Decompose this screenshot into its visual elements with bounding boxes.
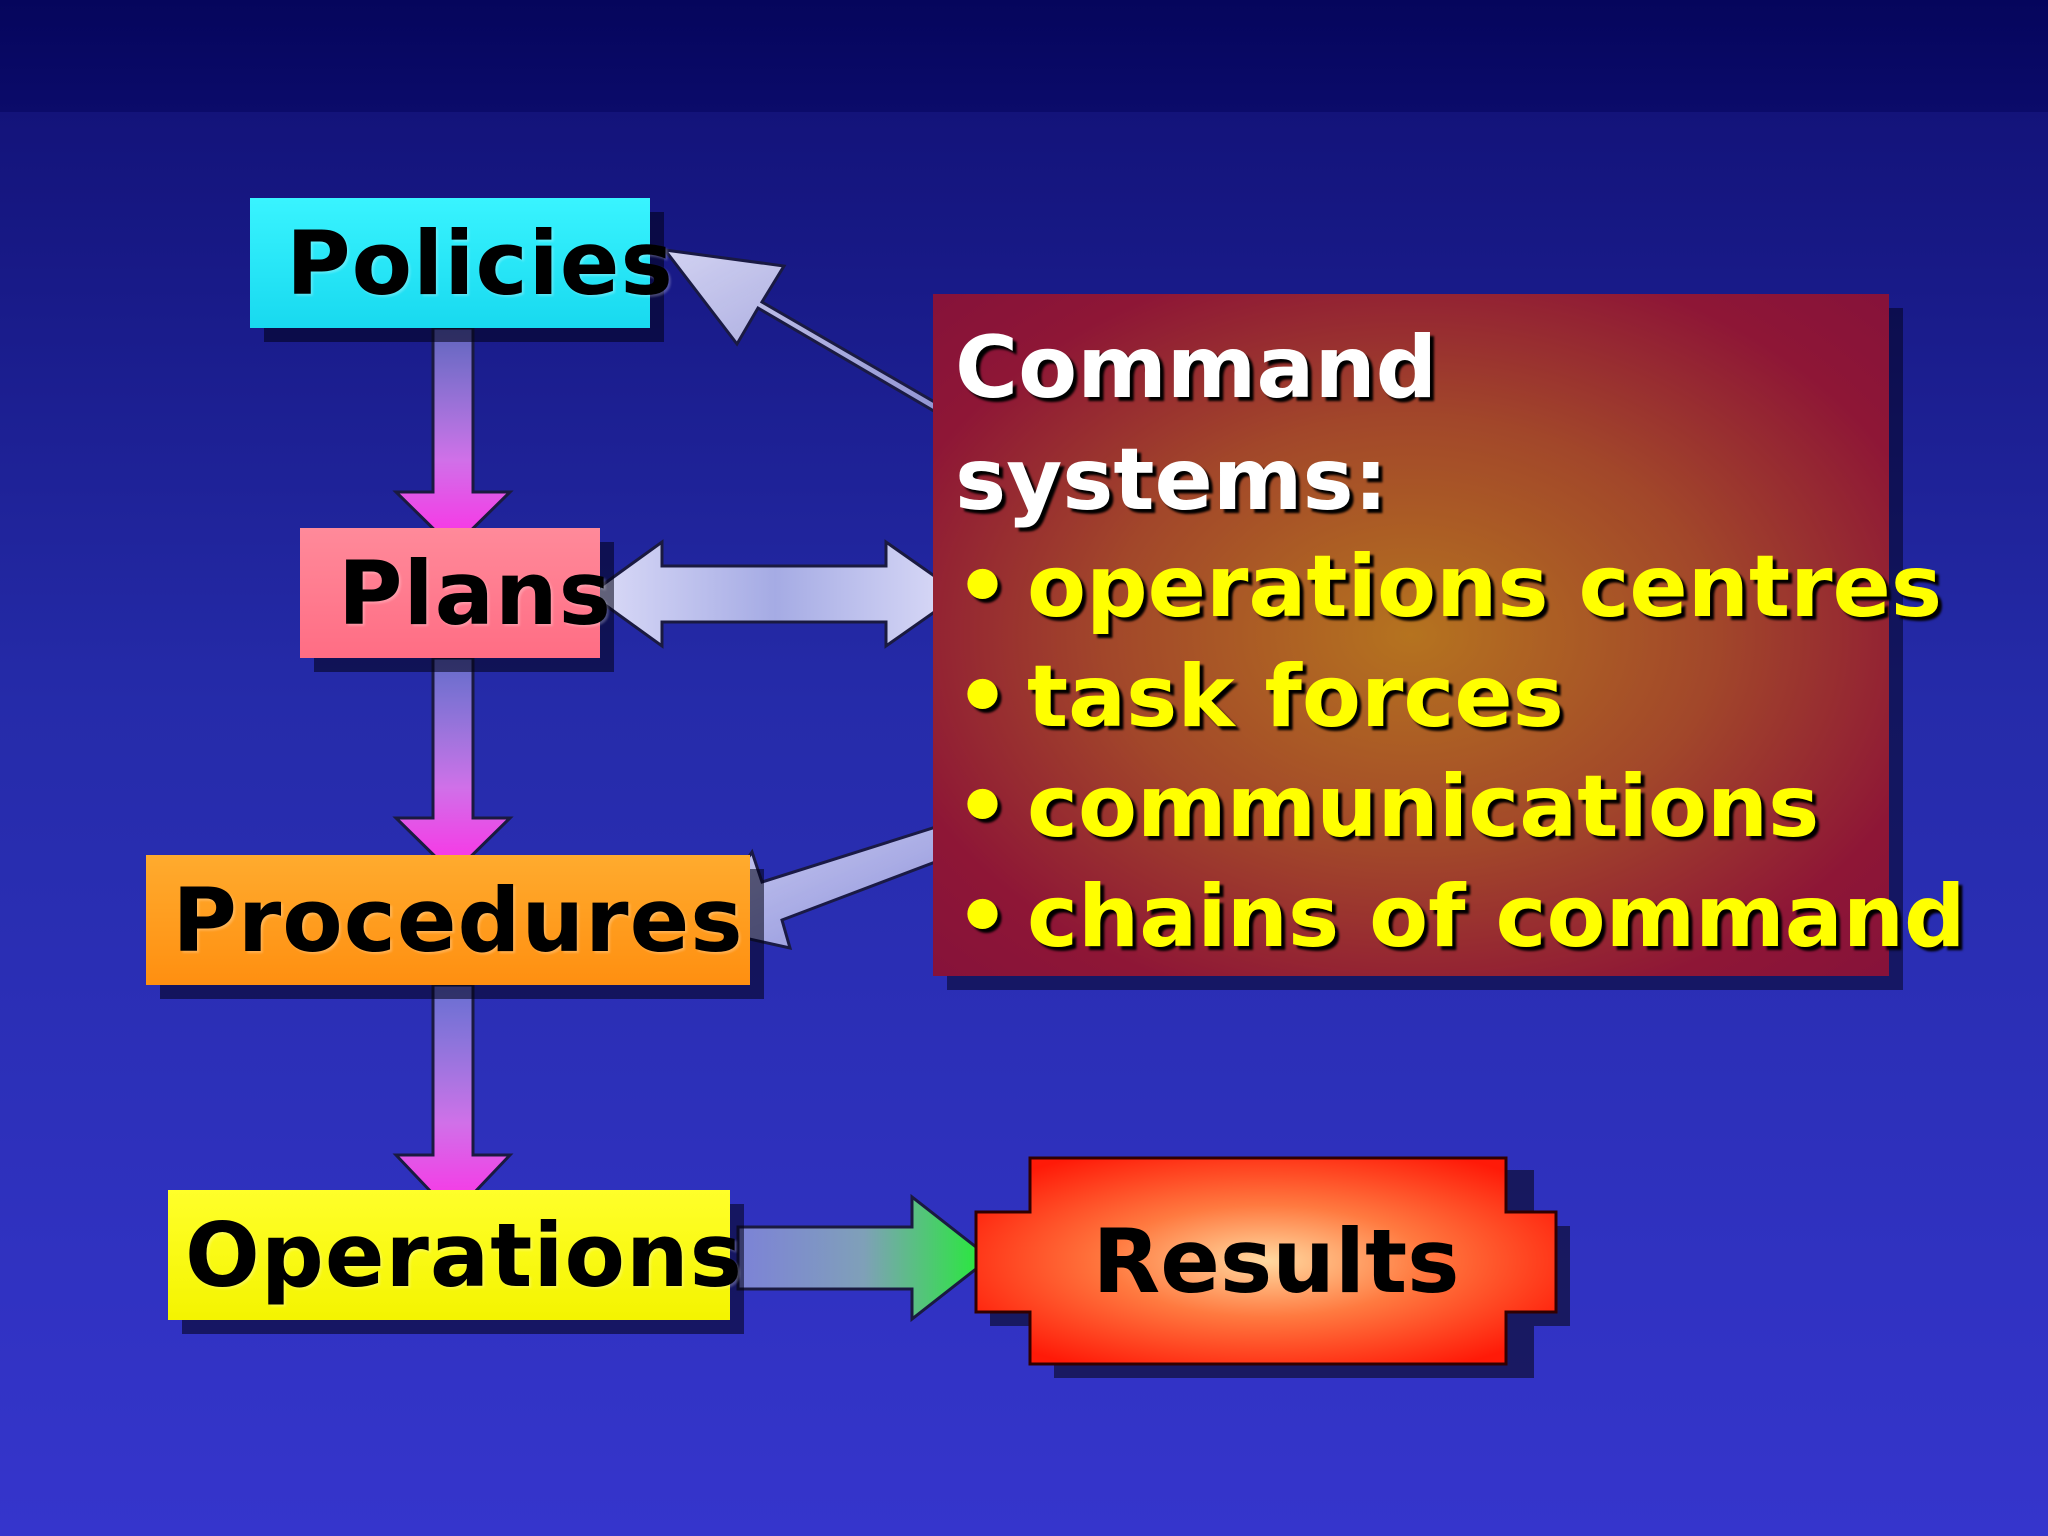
list-item-text: operations centres (1027, 537, 1943, 637)
arrow-procedures-to-operations (392, 983, 514, 1218)
arrow-command-to-policies (661, 248, 1024, 450)
list-item: •task forces (955, 642, 1966, 752)
policies-label: Policies (286, 211, 674, 315)
list-item: •operations centres (955, 532, 1966, 642)
bullet-icon: • (955, 537, 1010, 637)
command-title-line1: Command (955, 318, 1438, 418)
operations-label: Operations (185, 1203, 743, 1307)
arrow-operations-to-results (736, 1193, 993, 1323)
bullet-icon: • (955, 757, 1010, 857)
bullet-icon: • (955, 647, 1010, 747)
command-systems-title: Command systems: (955, 312, 1555, 536)
arrow-policies-to-plans (392, 326, 514, 551)
arrow-plans-to-procedures (392, 656, 514, 877)
operations-box: Operations (168, 1190, 742, 1320)
list-item: •chains of command (955, 862, 1966, 972)
policies-box: Policies (250, 198, 673, 328)
results-label: Results (1092, 1209, 1460, 1313)
results-box: Results (974, 1156, 1558, 1366)
procedures-label: Procedures (172, 868, 744, 972)
results-shape (974, 1156, 1570, 1378)
plans-label: Plans (337, 541, 613, 645)
command-systems-list: •operations centres •task forces •commun… (955, 532, 1966, 972)
command-title-line2: systems: (955, 430, 1389, 530)
list-item-text: task forces (1027, 647, 1564, 747)
procedures-box: Procedures (146, 855, 750, 985)
list-item-text: communications (1027, 757, 1820, 857)
bullet-icon: • (955, 867, 1010, 967)
plans-box: Plans (300, 528, 611, 658)
command-systems-panel (933, 294, 1889, 976)
list-item: •communications (955, 752, 1966, 862)
double-arrow-plans-command (587, 539, 963, 649)
top-band (0, 0, 2048, 112)
list-item-text: chains of command (1027, 867, 1966, 967)
